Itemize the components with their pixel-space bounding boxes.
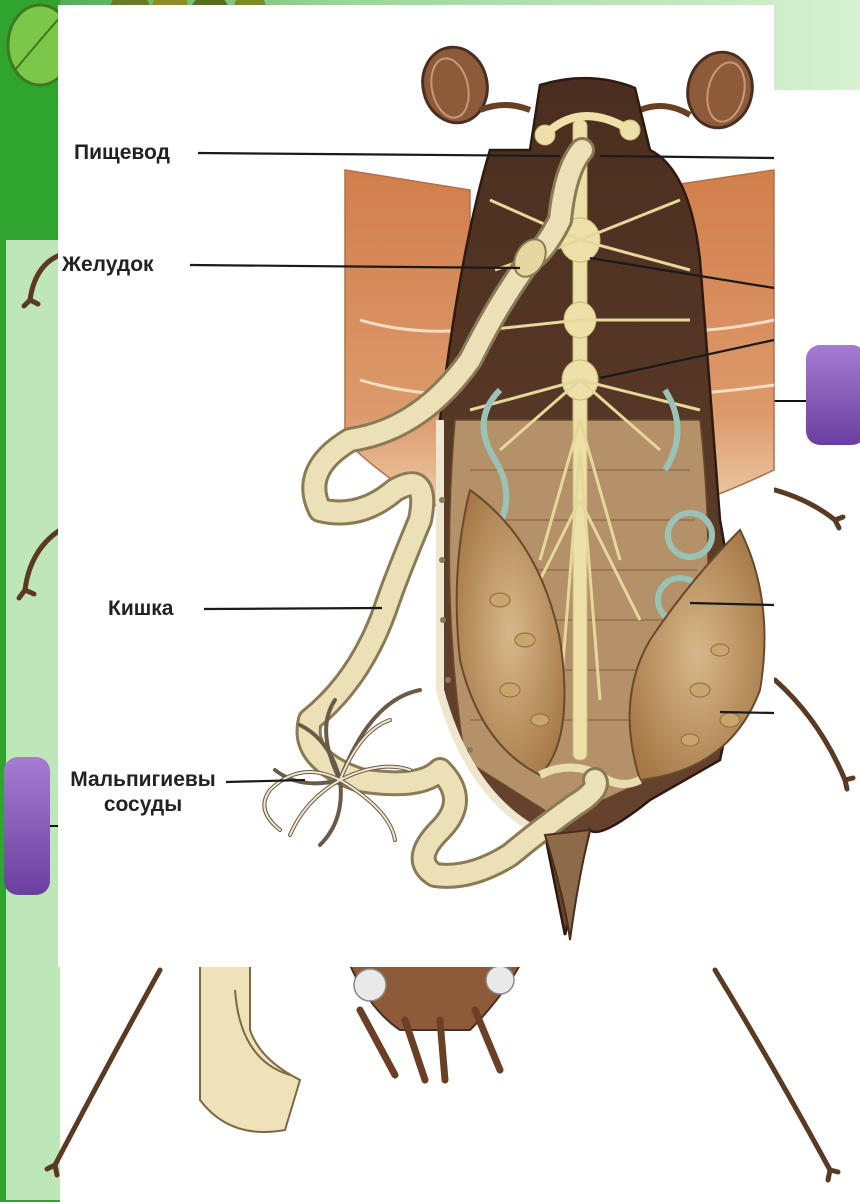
purple-box-right: [806, 345, 860, 445]
label-intestine: Кишка: [108, 597, 173, 621]
label-stomach: Желудок: [62, 253, 154, 277]
label-malpighian-vessels: Мальпигиевы сосуды: [58, 767, 228, 817]
label-malpighian-line2: сосуды: [58, 792, 228, 817]
label-malpighian-line1: Мальпигиевы: [58, 767, 228, 792]
label-esophagus: Пищевод: [74, 141, 170, 165]
purple-box-left: [4, 757, 50, 895]
